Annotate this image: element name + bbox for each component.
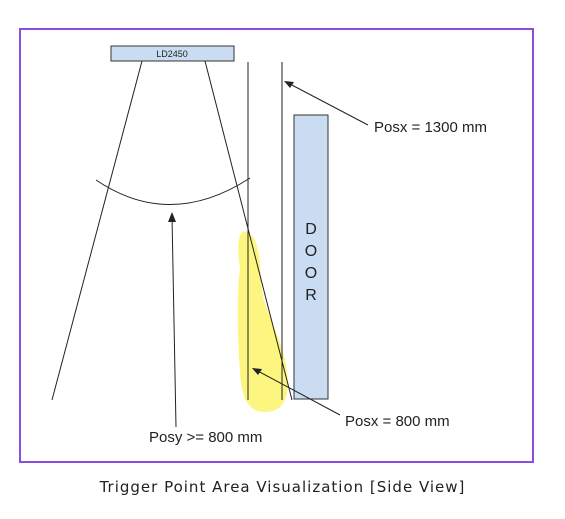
sensor-box (110, 45, 235, 62)
trigger-area-highlight (237, 231, 288, 412)
label-posy: Posy >= 800 mm (149, 429, 262, 446)
arrow-posx-near (252, 368, 341, 416)
door-letter-4: R (305, 287, 317, 304)
label-posx-far: Posx = 1300 mm (374, 119, 487, 136)
sensor-label: LD2450 (156, 49, 188, 59)
door-letter-2: O (305, 243, 317, 260)
beam-line-left (51, 60, 143, 401)
door-letter-1: D (305, 221, 317, 238)
beam-line-right (204, 60, 293, 401)
detection-curve (95, 177, 251, 205)
arrow-posy (168, 212, 177, 428)
label-posx-near: Posx = 800 mm (345, 413, 450, 430)
door-rect (293, 114, 329, 400)
arrow-posx-far (284, 81, 369, 126)
figure-caption: Trigger Point Area Visualization [Side V… (99, 478, 466, 496)
door-letter-3: O (305, 265, 317, 282)
